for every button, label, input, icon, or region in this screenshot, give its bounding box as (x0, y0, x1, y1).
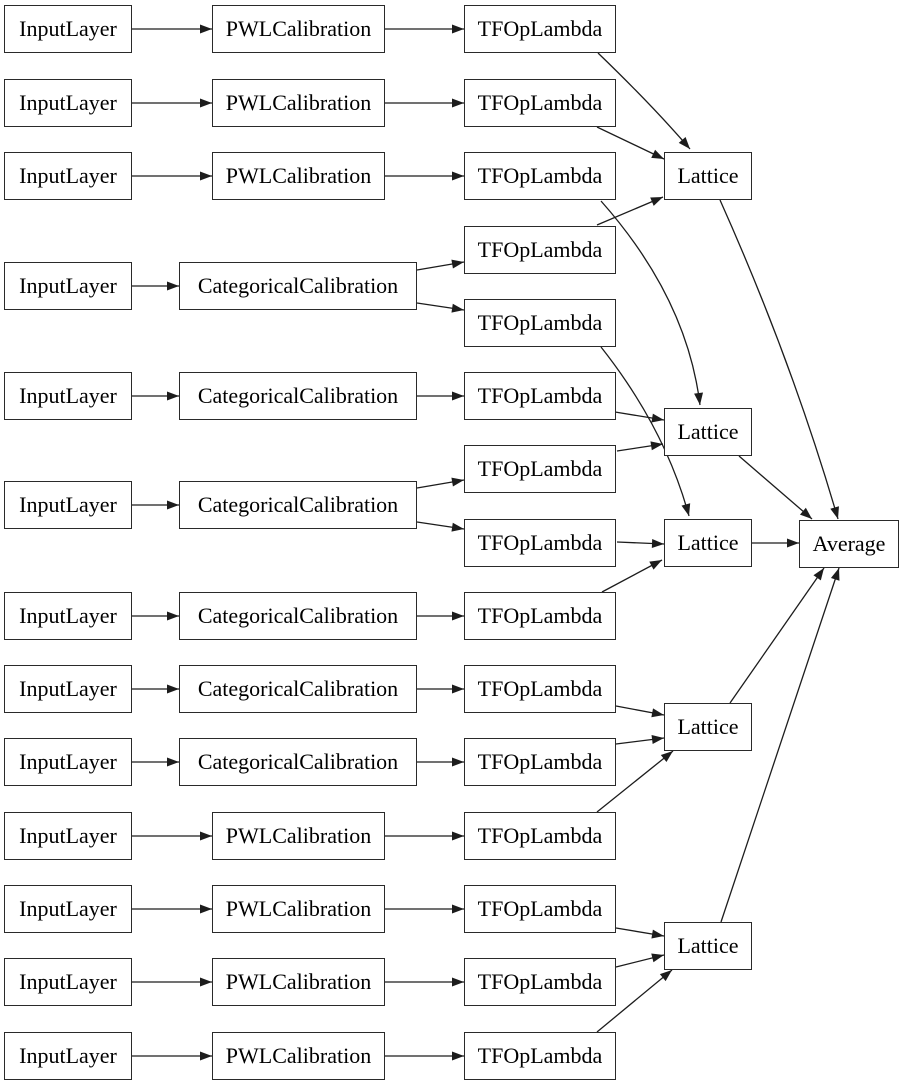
node-t12: TFOpLambda (464, 958, 616, 1006)
node-in9: InputLayer (4, 738, 132, 786)
node-in8: InputLayer (4, 665, 132, 713)
node-pwl10: PWLCalibration (212, 812, 385, 860)
node-t3: TFOpLambda (464, 152, 616, 200)
node-cat4: CategoricalCalibration (179, 262, 417, 310)
edge-lat4-avg (729, 567, 825, 704)
node-t10: TFOpLambda (464, 812, 616, 860)
node-lat1: Lattice (664, 152, 752, 200)
edge-group (132, 24, 840, 1061)
node-lat3: Lattice (664, 519, 752, 567)
edge-t12-lat5 (615, 953, 665, 968)
edge-t13-lat5 (596, 969, 673, 1033)
node-in10: InputLayer (4, 812, 132, 860)
node-t9: TFOpLambda (464, 738, 616, 786)
edge-t10-lat4 (596, 750, 674, 813)
node-in1: InputLayer (4, 5, 132, 53)
edge-t8-lat4 (615, 705, 665, 718)
edge-t6b-lat3 (616, 538, 665, 548)
edge-lat1-avg (719, 199, 839, 520)
node-t1: TFOpLambda (464, 5, 616, 53)
node-in5: InputLayer (4, 372, 132, 420)
node-t2: TFOpLambda (464, 79, 616, 127)
node-t13: TFOpLambda (464, 1032, 616, 1080)
edge-t6a-lat2 (616, 441, 664, 452)
edge-lat2-avg (738, 455, 813, 520)
node-in7: InputLayer (4, 592, 132, 640)
node-t8: TFOpLambda (464, 665, 616, 713)
edge-t4b-lat3 (600, 346, 691, 517)
node-lat4: Lattice (664, 703, 752, 751)
node-t7: TFOpLambda (464, 592, 616, 640)
node-pwl11: PWLCalibration (212, 885, 385, 933)
node-t6a: TFOpLambda (464, 445, 616, 493)
node-in12: InputLayer (4, 958, 132, 1006)
node-cat7: CategoricalCalibration (179, 592, 417, 640)
node-lat2: Lattice (664, 408, 752, 456)
edge-cat4-t4a (416, 259, 465, 271)
node-in2: InputLayer (4, 79, 132, 127)
node-pwl1: PWLCalibration (212, 5, 385, 53)
edge-t7-lat3 (601, 559, 663, 593)
edge-t4a-lat1 (596, 196, 664, 226)
node-t11: TFOpLambda (464, 885, 616, 933)
edge-cat6-t6a (416, 477, 465, 489)
edge-t9-lat4 (615, 735, 665, 745)
node-in4: InputLayer (4, 262, 132, 310)
node-t5: TFOpLambda (464, 372, 616, 420)
node-cat5: CategoricalCalibration (179, 372, 417, 420)
edge-t3-lat2 (600, 200, 704, 406)
node-in13: InputLayer (4, 1032, 132, 1080)
node-pwl12: PWLCalibration (212, 958, 385, 1006)
edge-lat5-avg (720, 567, 840, 923)
edge-t1-lat1 (597, 52, 691, 150)
edge-cat4-t4b (416, 302, 465, 313)
node-avg: Average (799, 520, 899, 568)
edge-t11-lat5 (615, 927, 665, 939)
node-in3: InputLayer (4, 152, 132, 200)
node-pwl13: PWLCalibration (212, 1032, 385, 1080)
node-t4b: TFOpLambda (464, 299, 616, 347)
node-t6b: TFOpLambda (464, 519, 616, 567)
node-cat8: CategoricalCalibration (179, 665, 417, 713)
edge-t2-lat1 (596, 126, 665, 160)
node-t4a: TFOpLambda (464, 226, 616, 274)
node-in6: InputLayer (4, 481, 132, 529)
node-in11: InputLayer (4, 885, 132, 933)
node-lat5: Lattice (664, 922, 752, 970)
node-pwl2: PWLCalibration (212, 79, 385, 127)
edge-cat6-t6b (416, 521, 465, 532)
node-cat6: CategoricalCalibration (179, 481, 417, 529)
edge-t5-lat2 (614, 411, 665, 423)
node-pwl3: PWLCalibration (212, 152, 385, 200)
node-cat9: CategoricalCalibration (179, 738, 417, 786)
